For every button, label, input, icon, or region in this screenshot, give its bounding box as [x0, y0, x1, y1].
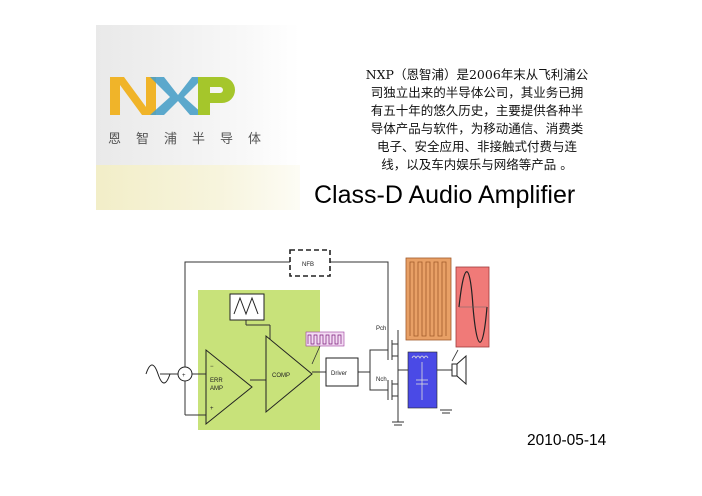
summing-junction-icon: [177, 366, 193, 382]
pwm-waveform: [409, 261, 447, 337]
err-amp-triangle: [205, 348, 253, 426]
nch-label: Nch: [376, 377, 387, 383]
speaker-icon: [451, 354, 467, 386]
err-amp-plus: +: [210, 406, 214, 412]
sum-plus-sign: +: [182, 373, 186, 379]
comp-triangle: [265, 334, 313, 414]
triangle-wave-icon: [233, 296, 259, 316]
err-amp-label-1: ERR: [210, 378, 223, 384]
driver-box: [325, 357, 359, 387]
pwm-signal-box: [305, 331, 345, 347]
orange-pwm-block: [405, 257, 452, 341]
driver-label: Driver: [331, 371, 347, 377]
nxp-logo-panel: 恩智浦半导体: [96, 25, 300, 210]
logo-panel-strip: [96, 165, 300, 210]
logo-chinese-name: 恩智浦半导体: [108, 132, 277, 147]
page-title: Class-D Audio Amplifier: [314, 181, 576, 209]
pch-transistor-icon: [387, 340, 398, 360]
pch-label: Pch: [376, 326, 386, 332]
err-amp-label-2: AMP: [210, 386, 223, 392]
slide-date: 2010-05-14: [527, 432, 607, 449]
nxp-logo-mark: [110, 77, 235, 115]
nch-transistor-icon: [387, 380, 398, 400]
nfb-label: NFB: [302, 262, 314, 268]
comp-label: COMP: [272, 373, 290, 379]
input-sine-icon: [145, 364, 171, 384]
nfb-box: [289, 249, 331, 277]
company-description: NXP（恩智浦）是2006年末从飞利浦公 司独立出来的半导体公司，其业务已拥 有…: [365, 67, 589, 172]
triangle-generator-box: [229, 293, 265, 321]
class-d-amplifier-diagram: NFB + − ERR AMP + COMP Driver Pch Nch: [145, 249, 490, 430]
err-amp-minus: −: [210, 364, 214, 370]
